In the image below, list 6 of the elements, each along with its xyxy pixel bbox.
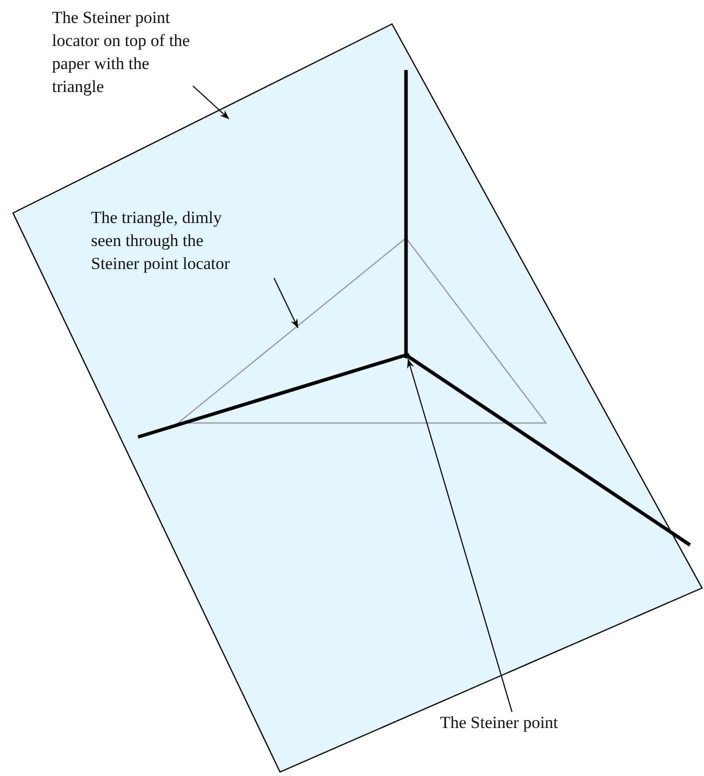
annotation-text: The Steiner point locator on top of the paper with the triangle xyxy=(52,6,192,100)
annotation-text: The triangle, dimly seen through the Steiner point locator xyxy=(91,206,251,278)
annotation-text: The Steiner point xyxy=(440,711,580,735)
leader-arrow xyxy=(274,278,298,328)
leader-arrow xyxy=(192,86,230,120)
leader-arrow xyxy=(407,358,513,712)
